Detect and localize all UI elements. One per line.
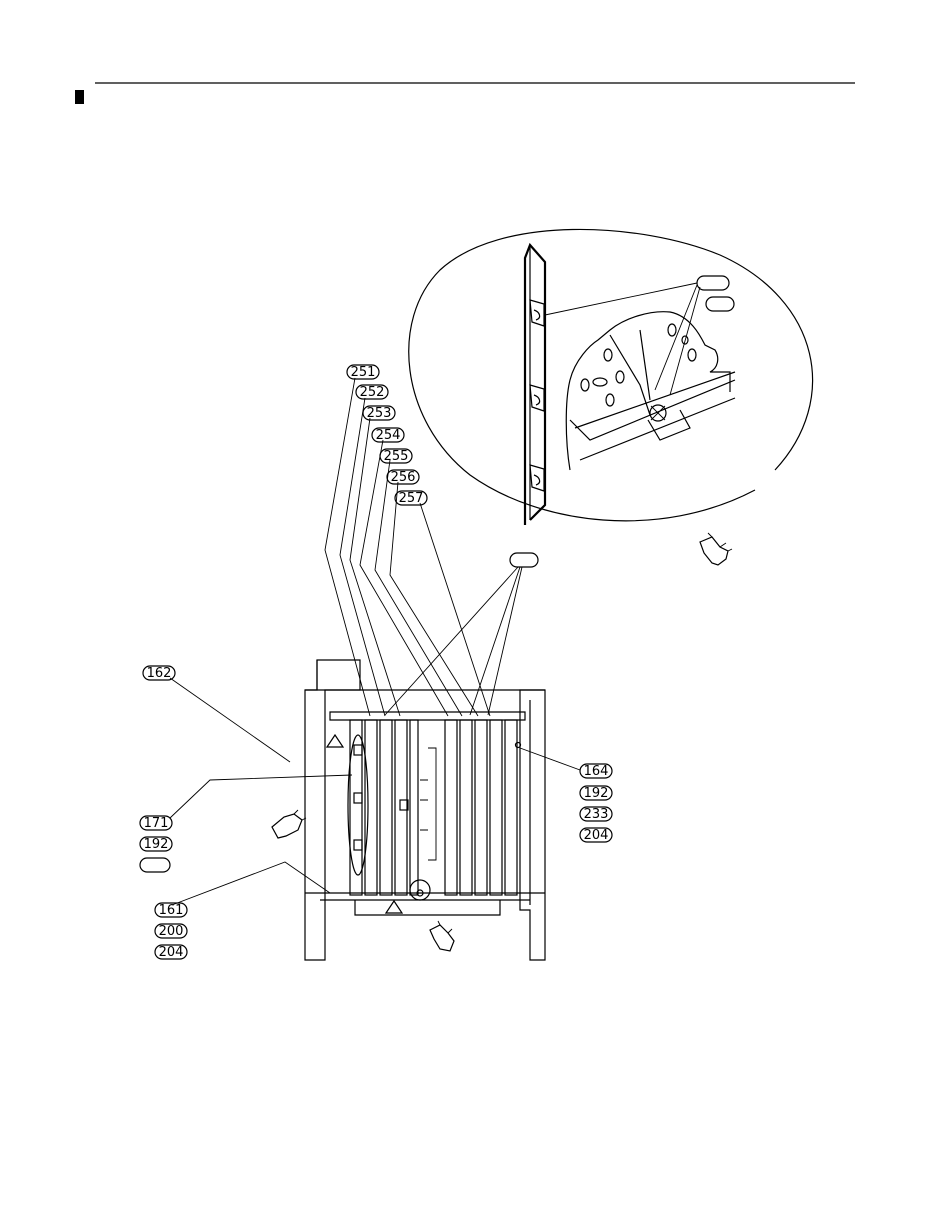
callout-252: 252 bbox=[356, 385, 388, 400]
callout-161: 161 bbox=[155, 903, 187, 918]
callout-label: 233 bbox=[584, 807, 609, 822]
callout-254: 254 bbox=[372, 428, 404, 443]
callout-251: 251 bbox=[347, 365, 379, 380]
callout-label: 254 bbox=[376, 428, 401, 443]
callout-label: 255 bbox=[384, 449, 409, 464]
main-frame bbox=[305, 660, 545, 960]
callout-label: 256 bbox=[391, 470, 416, 485]
triangle-icon bbox=[327, 735, 343, 747]
callout-200: 200 bbox=[155, 924, 187, 939]
triangle-icon bbox=[386, 901, 402, 913]
panel-clip-bottom bbox=[530, 465, 544, 491]
callout-204-right: 204 bbox=[580, 828, 612, 843]
panel-clip-middle bbox=[530, 385, 544, 411]
callout-label: 164 bbox=[584, 764, 609, 779]
blank-tag-frame bbox=[510, 553, 538, 567]
detail-inset bbox=[409, 229, 813, 525]
callout-label: 171 bbox=[144, 816, 169, 831]
callout-label: 257 bbox=[399, 491, 424, 506]
black-square-icon bbox=[75, 90, 84, 104]
callout-label: 251 bbox=[351, 365, 376, 380]
callout-label: 192 bbox=[144, 837, 169, 852]
callout-192-left: 192 bbox=[140, 837, 172, 852]
callout-label: 204 bbox=[159, 945, 184, 960]
callout-253: 253 bbox=[363, 406, 395, 421]
callout-255: 255 bbox=[380, 449, 412, 464]
callout-192-right: 192 bbox=[580, 786, 612, 801]
callout-256: 256 bbox=[387, 470, 419, 485]
callout-label: 161 bbox=[159, 903, 184, 918]
callout-label: 192 bbox=[584, 786, 609, 801]
callout-162: 162 bbox=[143, 666, 175, 681]
callout-label: 252 bbox=[360, 385, 385, 400]
callout-204-left: 204 bbox=[155, 945, 187, 960]
callout-171: 171 bbox=[140, 816, 172, 831]
pointing-hand-icon bbox=[272, 810, 306, 838]
pointing-hand-icon bbox=[700, 533, 732, 565]
callout-label: 200 bbox=[159, 924, 184, 939]
card-panels bbox=[350, 720, 517, 895]
callout-label: 253 bbox=[367, 406, 392, 421]
callout-label: 162 bbox=[147, 666, 172, 681]
blank-tag-left bbox=[140, 858, 170, 872]
pointing-hand-icon bbox=[430, 921, 454, 951]
callout-164: 164 bbox=[580, 764, 612, 779]
leader-lines bbox=[170, 378, 580, 905]
callout-label: 204 bbox=[584, 828, 609, 843]
blank-tag-detail-1 bbox=[697, 276, 729, 290]
callout-257: 257 bbox=[395, 491, 427, 506]
panel-clip-top bbox=[530, 300, 544, 326]
blank-tag-detail-2 bbox=[706, 297, 734, 311]
callout-233: 233 bbox=[580, 807, 612, 822]
